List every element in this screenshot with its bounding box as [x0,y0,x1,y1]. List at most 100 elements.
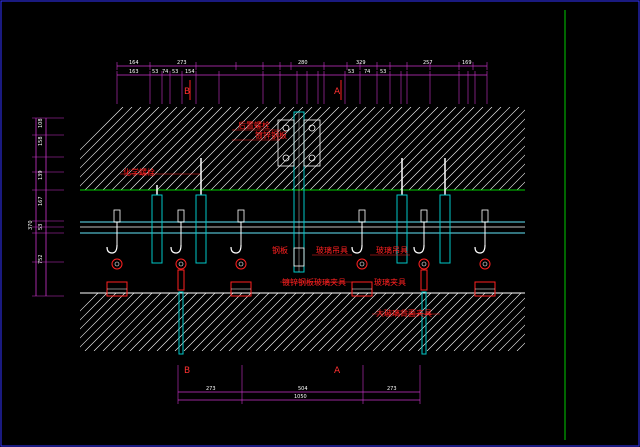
clamp-body [420,269,428,291]
hatch-line [183,107,268,190]
hatch-line [345,107,430,190]
hatch-line [480,306,525,351]
hatch-line [535,293,593,351]
clamp-ring-inner [482,261,488,267]
hook [351,244,363,254]
dim-text: 108 [38,118,44,128]
hatch-line [336,293,396,351]
axis-A-bottom-label: A [334,366,341,376]
clamp-ring [235,258,247,270]
hatch-line [399,107,484,190]
hanger-bracket [151,194,163,264]
axis-A-top-label: A [334,87,341,97]
hatch-line [435,107,520,190]
hatch-line [435,293,495,351]
hatch-line [273,107,358,190]
hatch-line [255,107,340,190]
hatch-line [453,293,513,351]
hatch-line [544,107,627,190]
dim-text: 74 [364,69,370,75]
hatch-line [444,293,504,351]
hatch-line [354,293,414,351]
hook [474,244,486,254]
clamp-body [177,269,185,291]
hatch-line [183,293,243,351]
hatch-line [147,293,207,351]
label-chem-anchor: 化学螺栓 [123,167,155,177]
label-glass-clamp: 玻璃吊具 [316,245,348,255]
clamp-ring [356,258,368,270]
hatch-line [80,107,142,169]
hatch-line [246,107,331,190]
dim-text: 53 [38,224,44,230]
hatch-line [444,109,525,190]
hatch-line [228,107,313,190]
hatch-line [201,293,261,351]
hatch-line [80,293,135,348]
bolt-head [237,209,245,223]
hatch-line [408,107,493,190]
glass-fin [421,291,427,355]
hatch-line [354,107,439,190]
hatch-line [80,293,117,330]
hatch-line [147,107,232,190]
hatch-line [372,293,432,351]
hatch-line [201,107,286,190]
hanger-bracket [195,194,207,264]
clamp-ring [479,258,491,270]
hatch-line [408,293,468,351]
dim-text: 504 [298,386,308,392]
hatch-line [471,297,525,351]
hatch-line [327,293,387,351]
hatch-line [255,293,315,351]
hatch-line [381,107,466,190]
clamp-ring [111,258,123,270]
hatch-line [192,107,277,190]
hatch-line [309,293,369,351]
hatch-line [111,293,171,351]
hatch-line [544,293,602,351]
dim-text: 53 [380,69,386,75]
hatch-floor [80,293,629,351]
hatch-line [489,315,525,351]
hatch-line [516,342,525,351]
hatch-line [246,293,306,351]
hatch-line [390,107,475,190]
hatch-line [84,107,169,190]
hatch-line [300,107,385,190]
dim-text: 280 [298,60,308,66]
hatch-line [282,107,367,190]
hanging-anchors [106,158,496,355]
hatch-line [102,107,187,190]
hatch-line [562,107,640,190]
hatch-line [417,293,477,351]
hatch-line [210,107,295,190]
hatch-line [489,154,525,190]
hatch-line [526,293,584,351]
clamp-ring-inner [421,261,427,267]
hatch-line [237,107,322,190]
hatch-line [219,107,304,190]
label-big-glass-back-clip: 大玻璃背面夹具 [376,308,432,318]
hatch-line [318,107,403,190]
dim-text: 74 [162,69,168,75]
bolt-head [358,209,366,223]
hatch-line [516,181,525,190]
hatch-line [192,293,252,351]
hatch-line [417,107,502,190]
dim-text: 53 [348,69,354,75]
hatch-line [120,293,180,351]
dim-text: 167 [38,196,44,206]
hatch-line [282,293,342,351]
hatch-line [291,107,376,190]
hatch-line [426,107,511,190]
hatch-line [571,293,629,351]
hatch-line [129,107,214,190]
hatch-line [300,293,360,351]
hatch-line [80,107,151,178]
dim-text: 53 [152,69,158,75]
dim-text: 154 [185,69,195,75]
hatch-line [237,293,297,351]
